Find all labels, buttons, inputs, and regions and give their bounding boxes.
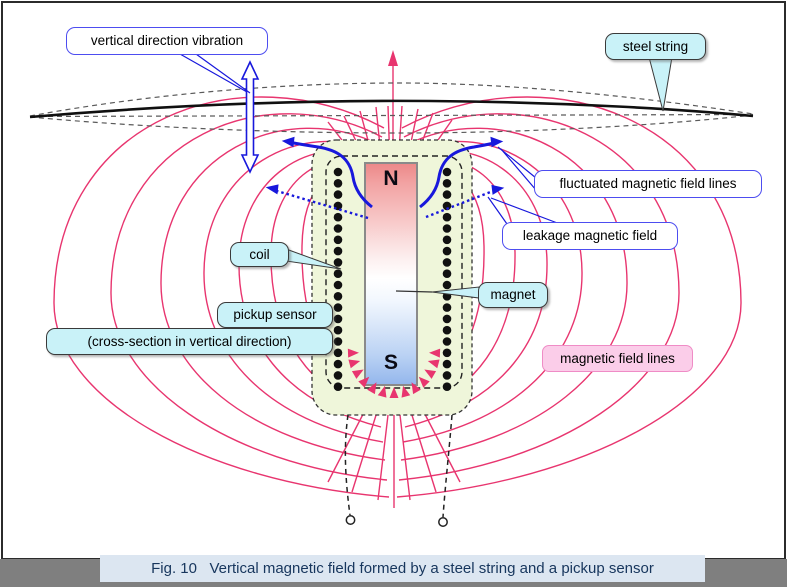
coil-left <box>333 167 343 392</box>
magnet-bar <box>364 162 418 386</box>
label-leakage-magnetic-field: leakage magnetic field <box>502 222 678 250</box>
label-coil: coil <box>230 242 289 267</box>
terminal-right <box>438 517 448 527</box>
label-magnetic-field-lines: magnetic field lines <box>542 345 693 372</box>
callout-leaders <box>179 53 673 299</box>
label-fluctuated-magnetic-field-lines: fluctuated magnetic field lines <box>534 170 762 198</box>
label-steel-string: steel string <box>605 33 706 60</box>
magnet-north-pole-label: N <box>383 167 399 190</box>
lead-wires <box>344 414 453 527</box>
label-magnet: magnet <box>478 282 548 308</box>
vibration-double-arrow <box>240 60 260 174</box>
figure-caption: Fig. 10 Vertical magnetic field formed b… <box>100 555 705 582</box>
terminal-left <box>345 515 356 525</box>
steel-string-line <box>29 99 754 119</box>
fluctuated-field-arrows <box>281 136 504 209</box>
string-vibration-envelope <box>29 82 754 134</box>
magnet-south-pole-label: S <box>383 351 398 374</box>
leakage-field-arrows <box>265 184 505 220</box>
steel-string-callout-tail <box>648 56 673 112</box>
label-vertical-direction-vibration: vertical direction vibration <box>66 27 268 55</box>
label-pickup-sensor: pickup sensor <box>217 302 333 328</box>
label-cross-section: (cross-section in vertical direction) <box>46 328 333 355</box>
